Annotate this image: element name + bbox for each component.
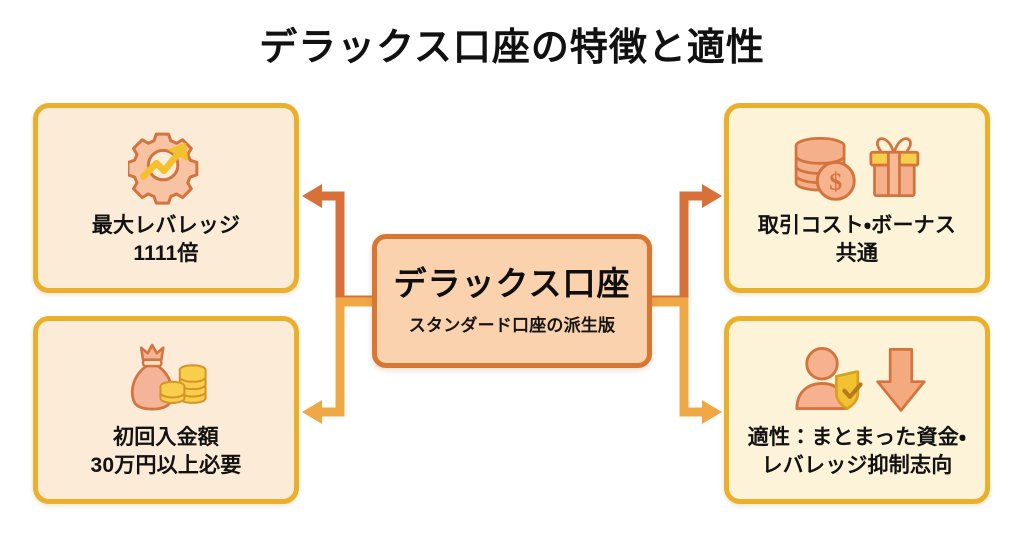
node-card-leverage[interactable]: 最大レバレッジ 1111倍	[33, 103, 299, 293]
node-card-deposit[interactable]: 初回入金額 30万円以上必要	[33, 316, 299, 504]
center-node-title: デラックス口座	[393, 264, 631, 302]
node-label-fit: 適性：まとまった資金・ レバレッジ抑制志向	[747, 426, 967, 477]
person-shield-down-arrow-icon	[787, 340, 927, 418]
center-node-card[interactable]: デラックス口座 スタンダード口座の派生版	[372, 234, 652, 368]
node-card-fit[interactable]: 適性：まとまった資金・ レバレッジ抑制志向	[724, 316, 990, 504]
connector-center-to-fit	[652, 297, 722, 424]
page-title: デラックス口座の特徴と適性	[259, 27, 765, 69]
coins-dollar-gift-icon: $	[782, 128, 932, 206]
node-label-leverage: 最大レバレッジ 1111倍	[91, 214, 241, 265]
connector-center-to-cost	[652, 184, 722, 305]
node-label-cost: 取引コスト・ボーナス 共通	[757, 214, 957, 265]
money-bag-coins-icon	[120, 340, 212, 418]
connector-center-to-leverage	[302, 184, 372, 305]
svg-text:$: $	[829, 167, 842, 196]
gear-growth-arrow-icon	[128, 128, 204, 206]
node-card-cost[interactable]: $ 取引コスト・ボーナス 共通	[724, 103, 990, 293]
center-node-subtitle: スタンダード口座の派生版	[408, 316, 616, 336]
node-label-deposit: 初回入金額 30万円以上必要	[90, 426, 242, 477]
connector-center-to-deposit	[302, 297, 372, 424]
